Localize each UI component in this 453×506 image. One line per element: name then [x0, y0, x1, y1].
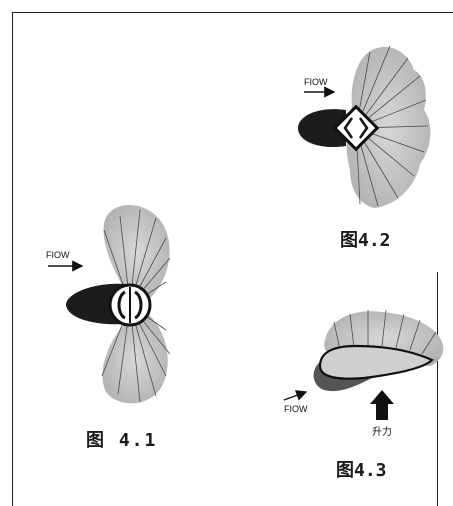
- fig43-lift-arrow: [370, 390, 394, 420]
- fig43-lift-label: 升力: [372, 428, 392, 438]
- fig41-flow-label: FIOW: [46, 251, 70, 260]
- fig41-caption: 图 4.1: [86, 432, 157, 450]
- fig43-flow-arrow: [284, 392, 306, 400]
- figure-4-2: [298, 46, 430, 208]
- fig43-flow-label: FIOW: [284, 405, 308, 414]
- fig42-caption: 图4.2: [340, 232, 391, 250]
- fig43-caption: 图4.3: [336, 462, 387, 480]
- figure-4-1: [48, 205, 170, 403]
- fig42-flow-label: FIOW: [304, 78, 328, 87]
- fig41-pressure-petal-lower: [102, 314, 167, 403]
